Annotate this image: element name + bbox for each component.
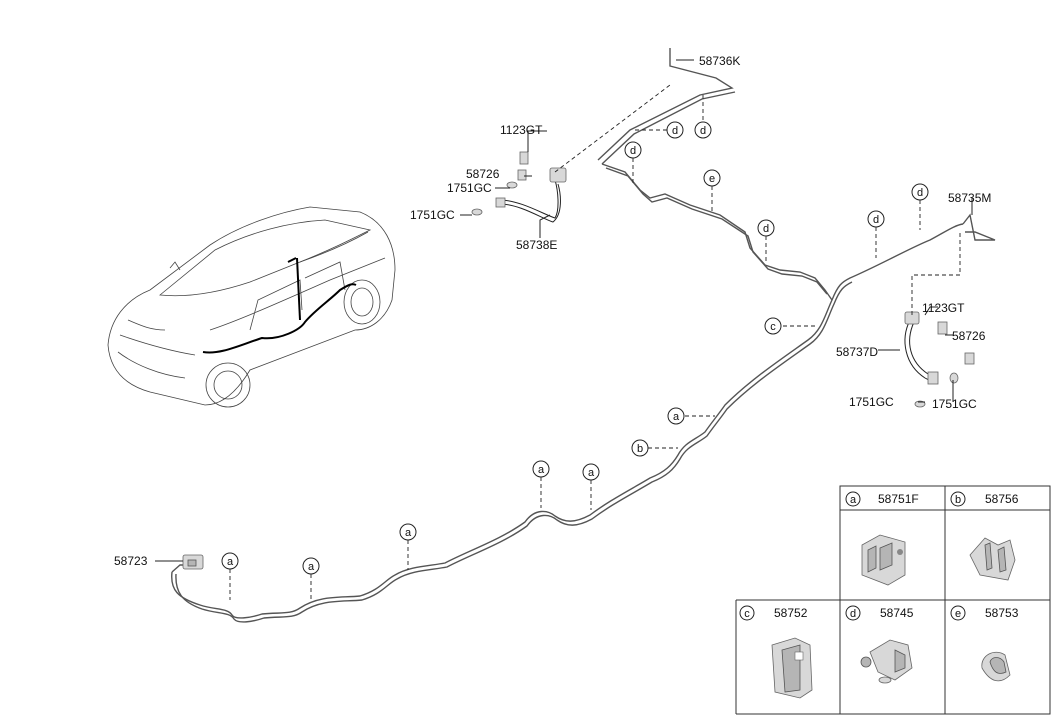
svg-text:d: d [763, 223, 769, 235]
vehicle-brake-line-highlight [202, 283, 357, 354]
svg-text:c: c [744, 608, 750, 620]
label-58723: 58723 [114, 554, 148, 568]
label-58726-upper: 58726 [466, 167, 500, 181]
clip-58756-icon [969, 537, 1016, 581]
callout-e-1: e [703, 169, 721, 187]
hose-58738E [499, 179, 559, 219]
callout-d-4: d [757, 219, 775, 237]
main-brake-pipe [171, 48, 996, 623]
label-1751GC-upper: 1751GC [447, 181, 492, 195]
label-1751GC-left: 1751GC [410, 208, 455, 222]
clip-58751F-icon [861, 534, 906, 586]
svg-text:58745: 58745 [880, 606, 914, 620]
svg-text:e: e [709, 173, 715, 185]
callout-circles: d d d e d d d c a b a a a a a [221, 121, 929, 575]
clip-58752-icon [771, 637, 813, 699]
svg-text:58752: 58752 [774, 606, 808, 620]
callout-a-6: a [221, 552, 239, 570]
callout-d-2: d [666, 121, 684, 139]
label-58738E: 58738E [516, 238, 557, 252]
parts-legend-table: a 58751F b 58756 c 58752 [735, 485, 1051, 715]
label-1751GC-lower-right: 1751GC [932, 397, 977, 411]
svg-text:a: a [538, 464, 545, 476]
svg-text:a: a [405, 527, 412, 539]
legend-cell-b: b 58756 [950, 491, 1019, 581]
label-1123GT-upper: 1123GT [500, 123, 543, 137]
callout-a-3: a [582, 463, 600, 481]
label-1751GC-lower-left: 1751GC [849, 395, 894, 409]
hose-58737D [904, 319, 936, 381]
svg-text:b: b [955, 494, 961, 506]
svg-text:58751F: 58751F [878, 492, 919, 506]
label-58726-right: 58726 [952, 329, 986, 343]
svg-text:a: a [673, 411, 680, 423]
svg-text:a: a [227, 556, 234, 568]
fittings [182, 151, 975, 570]
label-1123GT-right: 1123GT [922, 301, 965, 315]
svg-text:d: d [917, 187, 923, 199]
svg-text:a: a [588, 467, 595, 479]
svg-text:a: a [850, 494, 857, 506]
callout-d-5: d [867, 210, 885, 228]
label-58735M: 58735M [948, 191, 991, 205]
callout-b-1: b [631, 439, 649, 457]
callout-d-3: d [624, 141, 642, 159]
legend-cell-a: a 58751F [845, 491, 919, 586]
callout-a-4: a [399, 523, 417, 541]
svg-text:d: d [630, 145, 636, 157]
label-58737D: 58737D [836, 345, 878, 359]
callout-c-1: c [764, 317, 782, 335]
svg-text:e: e [955, 608, 961, 620]
label-58736K: 58736K [699, 54, 740, 68]
leader-lines [155, 59, 973, 602]
callout-d-1: d [694, 121, 712, 139]
svg-text:58756: 58756 [985, 492, 1019, 506]
svg-text:c: c [770, 321, 776, 333]
svg-text:d: d [850, 608, 856, 620]
svg-text:b: b [637, 443, 643, 455]
svg-text:a: a [308, 561, 315, 573]
svg-text:d: d [873, 214, 879, 226]
svg-text:58753: 58753 [985, 606, 1019, 620]
legend-cell-e: e 58753 [950, 605, 1019, 682]
callout-a-1: a [667, 407, 685, 425]
legend-cell-d: d 58745 [845, 605, 914, 684]
callout-a-2: a [532, 460, 550, 478]
svg-text:d: d [672, 125, 678, 137]
callout-a-5: a [302, 557, 320, 575]
clip-58745-icon [860, 639, 913, 684]
legend-cell-c: c 58752 [739, 605, 813, 699]
clip-58753-icon [981, 651, 1011, 682]
part-labels: 58736K 1123GT 58726 1751GC 1751GC 58738E… [114, 54, 991, 568]
svg-text:d: d [700, 125, 706, 137]
callout-d-6: d [911, 183, 929, 201]
vehicle-illustration [107, 206, 396, 408]
